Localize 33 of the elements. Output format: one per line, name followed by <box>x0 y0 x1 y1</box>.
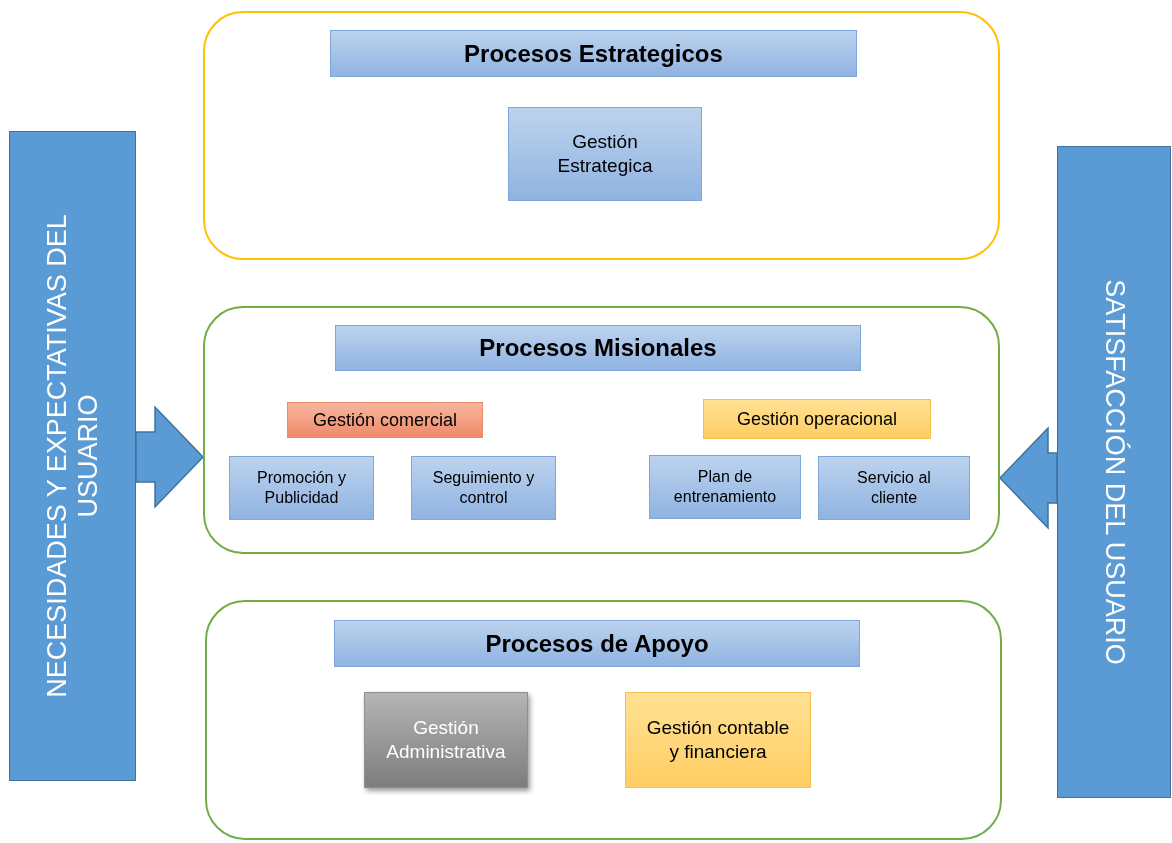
process-box <box>818 456 970 520</box>
process-box <box>229 456 374 520</box>
block-arrow <box>998 426 1058 530</box>
input-bar <box>9 131 136 781</box>
node-label: Gestión Estrategica <box>556 130 654 178</box>
process-group-panel <box>203 306 1000 554</box>
process-group-panel <box>205 600 1002 840</box>
node-label: Promoción y Publicidad <box>256 468 347 508</box>
process-box <box>364 692 528 788</box>
node-label: Gestión comercial <box>311 408 459 432</box>
process-box <box>625 692 811 788</box>
section-header-bar <box>335 325 861 371</box>
side-label: NECESIDADES Y EXPECTATIVAS DEL USUARIO <box>41 214 103 698</box>
section-header-bar <box>330 30 857 77</box>
process-box <box>411 456 556 520</box>
node-label: Procesos de Apoyo <box>484 628 710 659</box>
node-label: Gestión contable y financiera <box>645 716 791 764</box>
category-box <box>287 402 483 438</box>
process-box <box>508 107 702 201</box>
node-label: Procesos Misionales <box>478 333 718 363</box>
node-label: Plan de entrenamiento <box>672 467 778 507</box>
node-label: Seguimiento y control <box>431 468 536 508</box>
node-label: Gestión operacional <box>735 407 899 431</box>
process-group-panel <box>203 11 1000 260</box>
process-box <box>649 455 801 519</box>
output-bar <box>1057 146 1171 798</box>
category-box <box>703 399 931 439</box>
side-label: SATISFACCIÓN DEL USUARIO <box>1099 279 1130 665</box>
block-arrow <box>135 405 205 509</box>
node-label: Procesos Estrategicos <box>463 38 724 69</box>
node-label: Servicio al cliente <box>856 468 932 508</box>
section-header-bar <box>334 620 860 667</box>
node-label: Gestión Administrativa <box>385 716 507 764</box>
